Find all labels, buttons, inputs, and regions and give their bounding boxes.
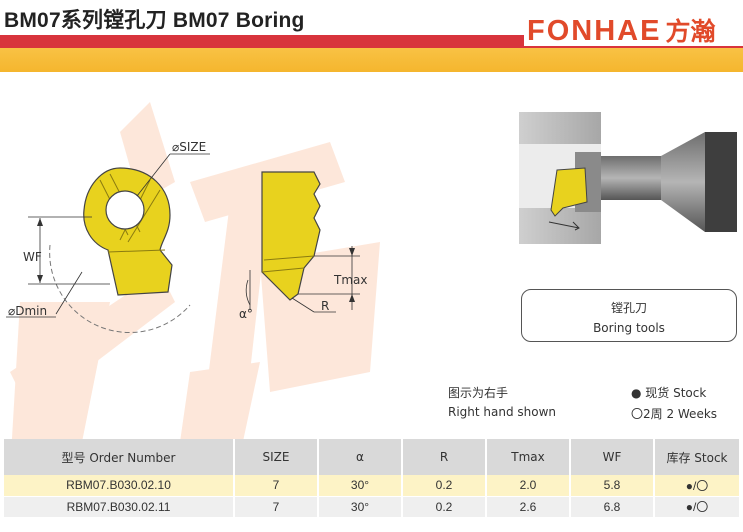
tmax-label: Tmax [333, 273, 367, 287]
weeks-legend: 〇2周 2 Weeks [631, 407, 718, 421]
col-alpha: α [318, 439, 403, 475]
logo-cjk-text: 方瀚 [665, 17, 716, 46]
boring-tools-en: Boring tools [593, 321, 665, 335]
boring-tool-image [519, 112, 737, 244]
table-header-row: 型号 Order Number SIZE α R Tmax WF 库存 Stoc… [4, 439, 739, 475]
col-order-number: 型号 Order Number [4, 439, 235, 475]
right-hand-note-en: Right hand shown [448, 405, 557, 419]
cell-size: 7 [234, 495, 319, 517]
cell-stock: ●/〇 [654, 495, 739, 517]
cell-wf: 5.8 [570, 475, 655, 496]
col-stock: 库存 Stock [654, 439, 739, 475]
page-title: BM07系列镗孔刀 BM07 Boring [4, 9, 305, 32]
insert-front-view: ⌀SIZE WF ⌀Dmin [6, 140, 210, 333]
cell-size: 7 [234, 475, 319, 496]
stock-legend: ● 现货 Stock [631, 386, 707, 400]
table-row: RBM07.B030.02.10 7 30° 0.2 2.0 5.8 ●/〇 [4, 475, 739, 496]
insert-body [83, 167, 173, 296]
side-body [261, 171, 321, 301]
cell-order-number: RBM07.B030.02.10 [4, 475, 235, 496]
logo-latin-text: FONHAE [527, 15, 662, 47]
boring-tools-cn: 镗孔刀 [610, 301, 647, 315]
boring-tools-label-box: 镗孔刀 Boring tools [521, 289, 737, 342]
dmin-arc [49, 244, 191, 333]
col-wf: WF [570, 439, 655, 475]
header-orange-bar [0, 48, 743, 72]
cell-alpha: 30° [318, 495, 403, 517]
col-tmax: Tmax [486, 439, 571, 475]
brand-logo: FONHAE 方瀚 [527, 12, 739, 47]
cell-r: 0.2 [402, 495, 487, 517]
col-size: SIZE [234, 439, 319, 475]
insert-hole [105, 190, 145, 230]
wf-label: WF [23, 250, 42, 264]
header-red-bar [0, 35, 524, 48]
logo-underline [524, 46, 743, 48]
cell-wf: 6.8 [570, 495, 655, 517]
table-row: RBM07.B030.02.11 7 30° 0.2 2.6 6.8 ●/〇 [4, 495, 739, 517]
cell-tmax: 2.6 [486, 495, 571, 517]
r-label: R [321, 299, 329, 313]
dmin-label: ⌀Dmin [8, 304, 47, 318]
product-table: 型号 Order Number SIZE α R Tmax WF 库存 Stoc… [4, 439, 739, 517]
cell-stock: ●/〇 [654, 475, 739, 496]
size-label: ⌀SIZE [172, 140, 206, 154]
cell-tmax: 2.0 [486, 475, 571, 496]
right-hand-note-cn: 图示为右手 [448, 386, 509, 400]
col-r: R [402, 439, 487, 475]
insert-side-view: Tmax R α° [239, 171, 367, 321]
cell-alpha: 30° [318, 475, 403, 496]
alpha-label: α° [239, 307, 253, 321]
cell-order-number: RBM07.B030.02.11 [4, 495, 235, 517]
tool-insert [550, 167, 588, 217]
tool-shank [601, 156, 661, 200]
cell-r: 0.2 [402, 475, 487, 496]
